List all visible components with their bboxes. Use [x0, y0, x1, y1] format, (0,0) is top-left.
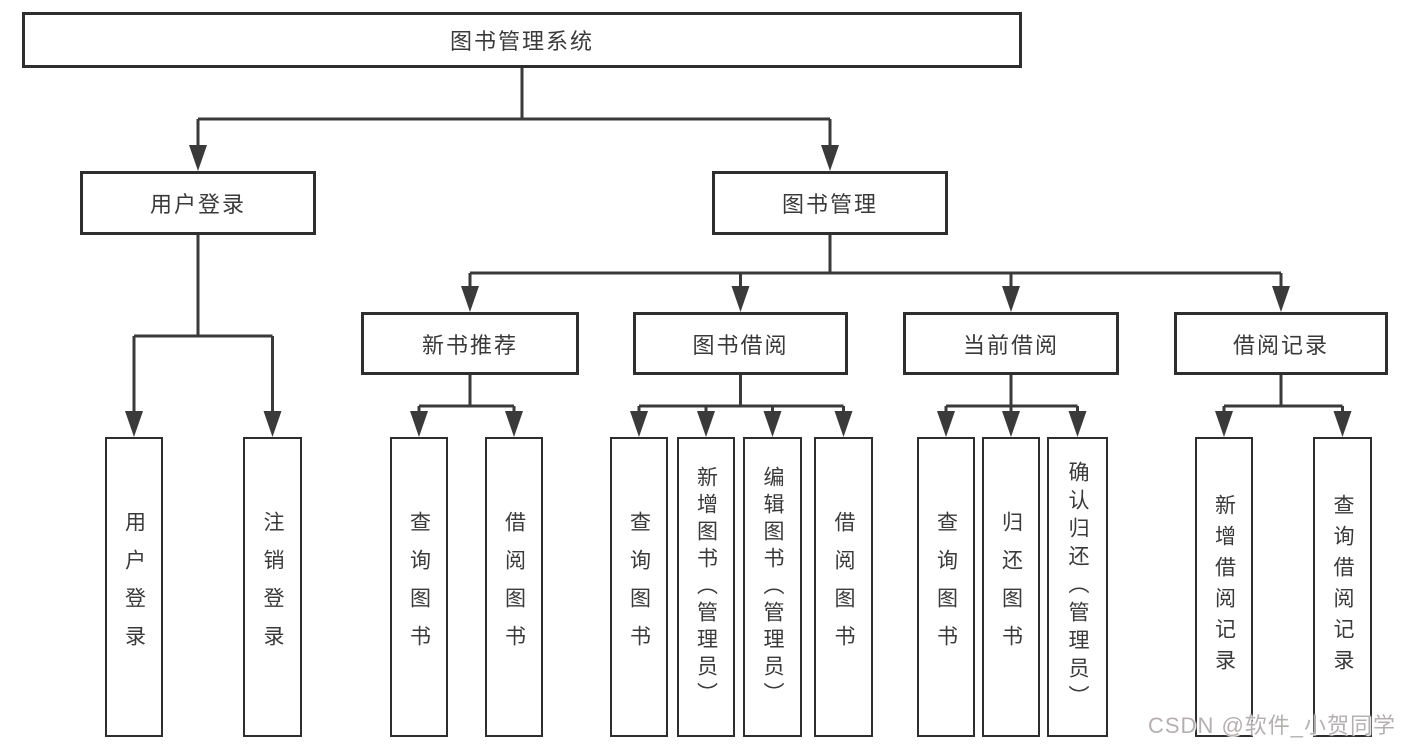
node-bb-borrow-book: 借阅图书: [814, 437, 873, 737]
node-label-br-add-record: 新增借阅记录: [1212, 494, 1236, 680]
node-login: 用户登录: [105, 437, 163, 737]
node-rec-borrow-book: 借阅图书: [485, 437, 543, 737]
node-label-book-mgmt: 图书管理: [781, 192, 878, 217]
node-label-borrow-records: 借阅记录: [1232, 332, 1329, 358]
node-current-borrow: 当前借阅: [903, 312, 1119, 375]
node-label-rec-borrow-book: 借阅图书: [502, 511, 526, 663]
node-br-query-record: 查询借阅记录: [1313, 437, 1372, 737]
node-label-logout: 注销登录: [261, 511, 284, 663]
node-label-root: 图书管理系统: [449, 29, 594, 54]
watermark: CSDN @软件_小贺同学: [1148, 713, 1397, 738]
node-label-rec-query-book: 查询图书: [407, 511, 431, 663]
node-borrow-records: 借阅记录: [1174, 312, 1388, 375]
node-label-cb-return-book: 归还图书: [999, 511, 1023, 663]
node-label-login: 用户登录: [122, 511, 146, 663]
node-new-book-rec: 新书推荐: [361, 312, 579, 375]
node-book-mgmt: 图书管理: [712, 171, 948, 235]
node-root: 图书管理系统: [22, 12, 1022, 68]
node-label-cb-confirm-return: 确认归还（管理员）: [1066, 461, 1089, 713]
node-logout: 注销登录: [243, 437, 302, 737]
node-label-br-query-record: 查询借阅记录: [1331, 494, 1354, 680]
node-label-current-borrow: 当前借阅: [962, 332, 1059, 358]
node-label-cb-query-book: 查询图书: [934, 511, 958, 663]
node-bb-edit-book: 编辑图书（管理员）: [743, 437, 802, 737]
node-label-new-book-rec: 新书推荐: [421, 332, 518, 358]
node-cb-query-book: 查询图书: [917, 437, 975, 737]
node-label-book-borrow: 图书借阅: [692, 332, 789, 358]
node-user-login: 用户登录: [80, 171, 316, 235]
node-br-add-record: 新增借阅记录: [1195, 437, 1253, 737]
node-book-borrow: 图书借阅: [633, 312, 848, 375]
node-cb-return-book: 归还图书: [982, 437, 1040, 737]
node-label-bb-add-book: 新增图书（管理员）: [694, 465, 718, 709]
node-label-bb-edit-book: 编辑图书（管理员）: [761, 465, 784, 709]
node-label-bb-query-book: 查询图书: [627, 511, 651, 663]
node-rec-query-book: 查询图书: [390, 437, 448, 737]
node-cb-confirm-return: 确认归还（管理员）: [1047, 437, 1108, 737]
node-label-user-login: 用户登录: [149, 192, 246, 217]
node-label-bb-borrow-book: 借阅图书: [832, 511, 855, 663]
node-bb-query-book: 查询图书: [610, 437, 668, 737]
node-bb-add-book: 新增图书（管理员）: [677, 437, 735, 737]
